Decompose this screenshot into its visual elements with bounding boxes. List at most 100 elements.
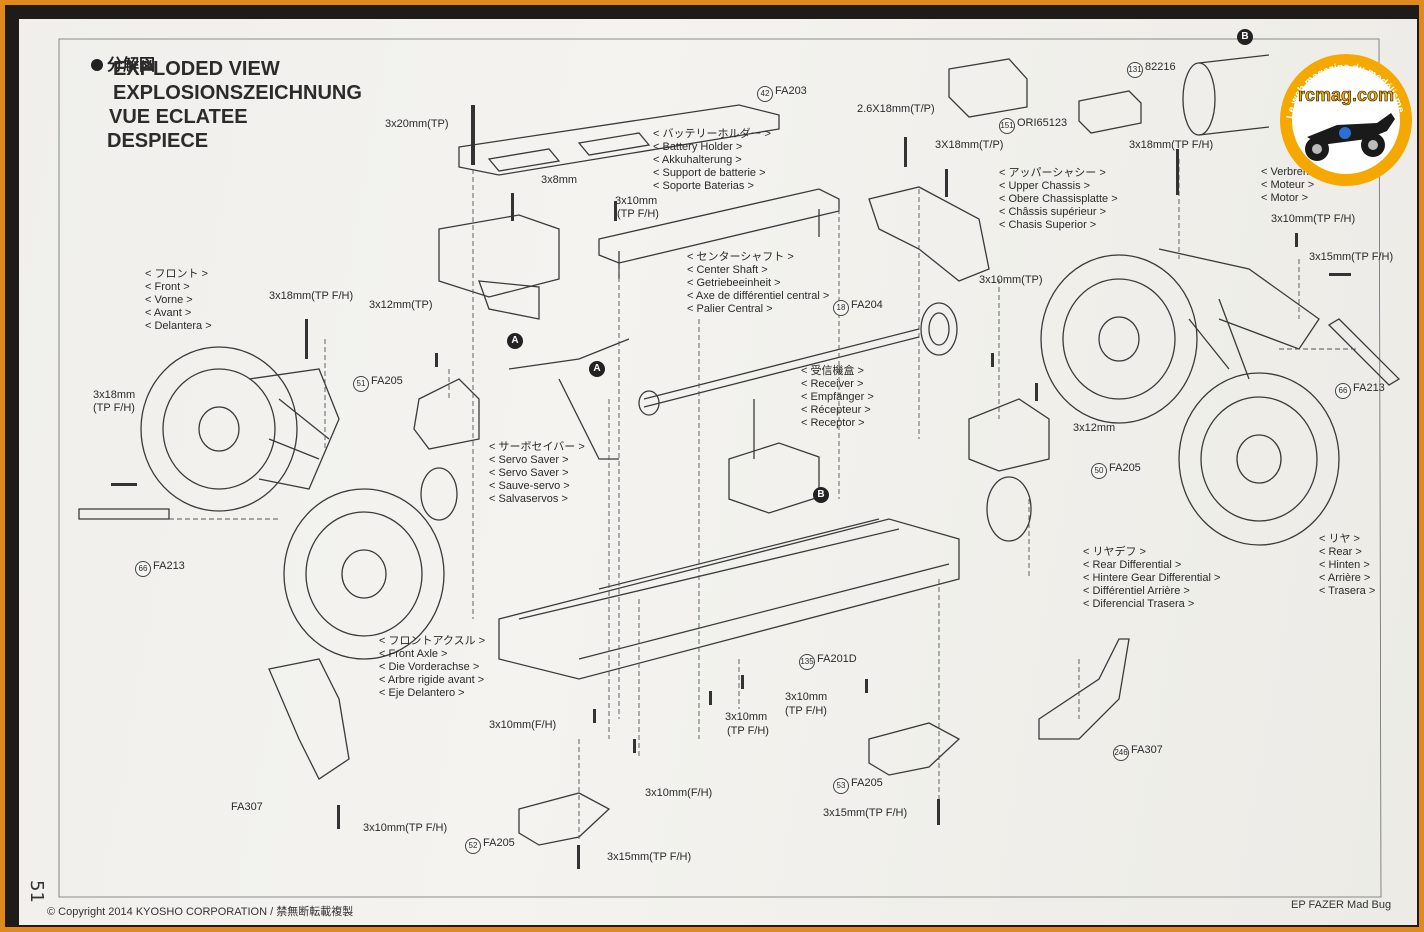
- screw-label: 3X18mm(T/P): [935, 139, 1004, 151]
- group-label: < Obere Chassisplatte >: [999, 193, 1118, 205]
- part-code: FA205: [1109, 462, 1141, 474]
- group-label: < Die Vorderachse >: [379, 661, 480, 673]
- screw-label: (TP F/H): [727, 725, 769, 737]
- part-number-badge: 50: [1091, 463, 1107, 479]
- group-label: < Support de batterie >: [653, 167, 766, 179]
- group-rear: < リヤ > < Rear > < Hinten > < Arrière > <…: [1319, 533, 1375, 598]
- part-code: FA205: [851, 777, 883, 789]
- group-label: < Vorne >: [145, 294, 193, 306]
- group-label: < Différentiel Arrière >: [1083, 585, 1190, 597]
- marker-a: A: [589, 361, 605, 377]
- rcmag-logo: Le web magazine du modélisme rcmag.com: [1280, 54, 1412, 186]
- screw-label: 3x8mm: [541, 174, 578, 186]
- group-label: < Chasis Superior >: [999, 219, 1097, 231]
- title-de: EXPLOSIONSZEICHNUNG: [113, 82, 362, 104]
- model-name: EP FAZER Mad Bug: [1291, 899, 1392, 911]
- group-label: < Servo Saver >: [489, 454, 569, 466]
- group-label: < Receiver >: [801, 378, 864, 390]
- group-label: < Empfänger >: [801, 391, 874, 403]
- group-label: < Arrière >: [1319, 572, 1371, 584]
- screw-label: (TP F/H): [93, 402, 135, 414]
- group-receiver: < 受信機盒 > < Receiver > < Empfänger > < Ré…: [801, 365, 874, 430]
- screw-label: 3x10mm: [785, 691, 828, 703]
- part-number-badge: 151: [999, 118, 1015, 134]
- part-code: FA213: [1353, 382, 1385, 394]
- title-en: EXPLODED VIEW: [113, 58, 280, 80]
- group-label: < Motor >: [1261, 192, 1309, 204]
- part-code: ORI65123: [1017, 117, 1068, 129]
- group-label: < Palier Central >: [687, 303, 773, 315]
- buggy-icon: [1305, 113, 1395, 161]
- group-label: < センターシャフト >: [687, 251, 794, 263]
- group-label: < Eje Delantero >: [379, 687, 465, 699]
- group-label: < サーボセイバー >: [489, 441, 585, 453]
- screw-label: 3x18mm(TP F/H): [269, 290, 354, 302]
- screw-label: 3x10mm(TP F/H): [363, 822, 448, 834]
- group-servo-saver: < サーボセイバー > < Servo Saver > < Servo Save…: [489, 441, 585, 506]
- group-label: < フロント >: [145, 268, 208, 280]
- group-label: < Hinten >: [1319, 559, 1370, 571]
- group-label: < Salvaservos >: [489, 493, 568, 505]
- jp-title-text: 分解図: [107, 55, 156, 74]
- group-label: < Châssis supérieur >: [999, 206, 1106, 218]
- group-label: < Récepteur >: [801, 404, 871, 416]
- screw-label: 3x10mm(TP F/H): [1271, 213, 1356, 225]
- screw-label: 3x18mm(TP F/H): [1129, 139, 1214, 151]
- group-label: < Diferencial Trasera >: [1083, 598, 1195, 610]
- screw-label: 3x12mm: [1073, 422, 1116, 434]
- marker-a: A: [507, 333, 523, 349]
- screw-label: 2.6X18mm(T/P): [857, 103, 935, 115]
- marker-b: B: [1237, 29, 1253, 45]
- jp-title: 分解図: [91, 51, 155, 75]
- group-label: < Arbre rigide avant >: [379, 674, 485, 686]
- screw-label: 3x20mm(TP): [385, 118, 449, 130]
- group-label: < Hintere Gear Differential >: [1083, 572, 1221, 584]
- part-number-badge: 52: [465, 838, 481, 854]
- group-label: < Front >: [145, 281, 190, 293]
- group-front: < フロント > < Front > < Vorne > < Avant > <…: [145, 268, 212, 333]
- title-fr: VUE ECLATEE: [109, 106, 248, 128]
- part-code: FA307: [1131, 744, 1163, 756]
- group-label: < アッパーシャシー >: [999, 167, 1106, 179]
- part-code: FA203: [775, 85, 807, 97]
- exploded-view-illustration: [58, 38, 1401, 898]
- group-label: < Front Axle >: [379, 648, 448, 660]
- group-rear-diff: < リヤデフ > < Rear Differential > < Hintere…: [1083, 546, 1220, 611]
- screw-label: 3x10mm: [615, 195, 658, 207]
- screw-label: 3x18mm: [93, 389, 136, 401]
- part-code: FA205: [371, 375, 403, 387]
- group-label: < Soporte Baterias >: [653, 180, 754, 192]
- group-label: < Rear Differential >: [1083, 559, 1182, 571]
- screw-label: (TP F/H): [617, 208, 659, 220]
- page-number: 51: [25, 880, 47, 903]
- group-label: < 受信機盒 >: [801, 365, 864, 377]
- part-number-badge: 66: [1335, 383, 1351, 399]
- part-number-badge: 53: [833, 778, 849, 794]
- part-number-badge: 66: [135, 561, 151, 577]
- title-es: DESPIECE: [107, 130, 209, 152]
- part-number-badge: 51: [353, 376, 369, 392]
- part-code: FA201D: [817, 653, 857, 665]
- part-number-badge: 18: [833, 300, 849, 316]
- group-label: < Axe de différentiel central >: [687, 290, 830, 302]
- group-label: < Upper Chassis >: [999, 180, 1091, 192]
- group-label: < Sauve-servo >: [489, 480, 570, 492]
- part-code: FA213: [153, 560, 185, 572]
- screw-label: 3x15mm(TP F/H): [1309, 251, 1394, 263]
- part-code: FA204: [851, 299, 883, 311]
- screw-label: 3x10mm(TP): [979, 274, 1043, 286]
- screw-label: 3x10mm: [725, 711, 768, 723]
- part-code: 82216: [1145, 61, 1176, 73]
- part-label: FA307: [231, 801, 263, 813]
